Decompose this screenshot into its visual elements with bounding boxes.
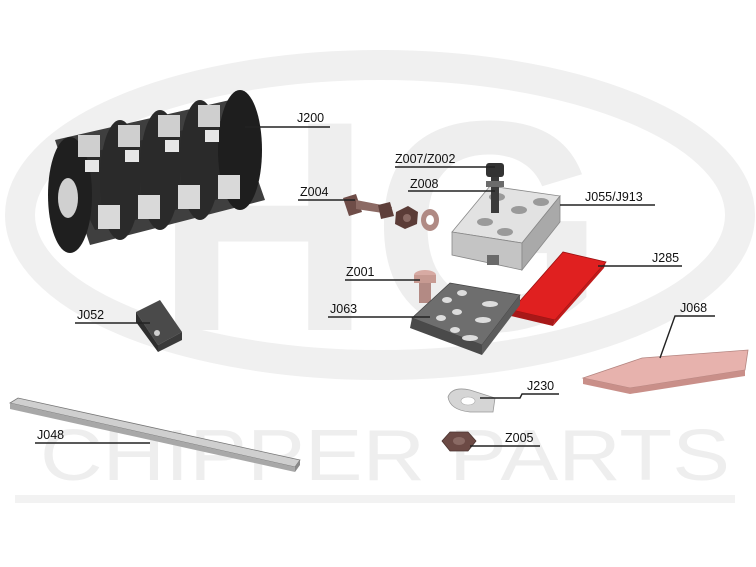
part-j230-washer[interactable] — [447, 388, 496, 413]
leader-j230 — [480, 393, 559, 399]
label-j063: J063 — [330, 302, 357, 316]
part-j063-clamp-plate[interactable] — [410, 282, 521, 355]
label-j285: J285 — [652, 251, 679, 265]
label-j200: J200 — [297, 111, 324, 125]
label-j048: J048 — [37, 428, 64, 442]
part-j052-block[interactable] — [136, 300, 182, 352]
leader-j068 — [659, 315, 715, 359]
label-z005: Z005 — [505, 431, 534, 445]
label-z008: Z008 — [410, 177, 439, 191]
part-j055-j913-knife-holder[interactable] — [451, 185, 561, 272]
part-z005-nut[interactable] — [441, 431, 477, 452]
label-j230: J230 — [527, 379, 554, 393]
label-z007-z002: Z007/Z002 — [395, 152, 456, 166]
label-j055-j913: J055/J913 — [585, 190, 643, 204]
part-j068-knife[interactable] — [581, 349, 749, 394]
watermark-swoosh — [5, 50, 755, 380]
label-j068: J068 — [680, 301, 707, 315]
part-j285-knife[interactable] — [511, 251, 607, 326]
watermark-underline — [15, 495, 735, 503]
label-j052: J052 — [77, 308, 104, 322]
label-z004: Z004 — [300, 185, 329, 199]
part-z004-bolt-set[interactable] — [343, 194, 439, 231]
label-text: J200 Z007/Z002 Z008 Z004 J055/J913 J285 … — [37, 111, 707, 445]
part-j200-rotor-drum[interactable] — [48, 90, 265, 253]
part-z008-washer[interactable] — [486, 181, 504, 187]
label-z001: Z001 — [346, 265, 375, 279]
labels — [35, 126, 715, 447]
part-j048-bar[interactable] — [8, 397, 301, 472]
part-z001-screw[interactable] — [414, 270, 436, 303]
